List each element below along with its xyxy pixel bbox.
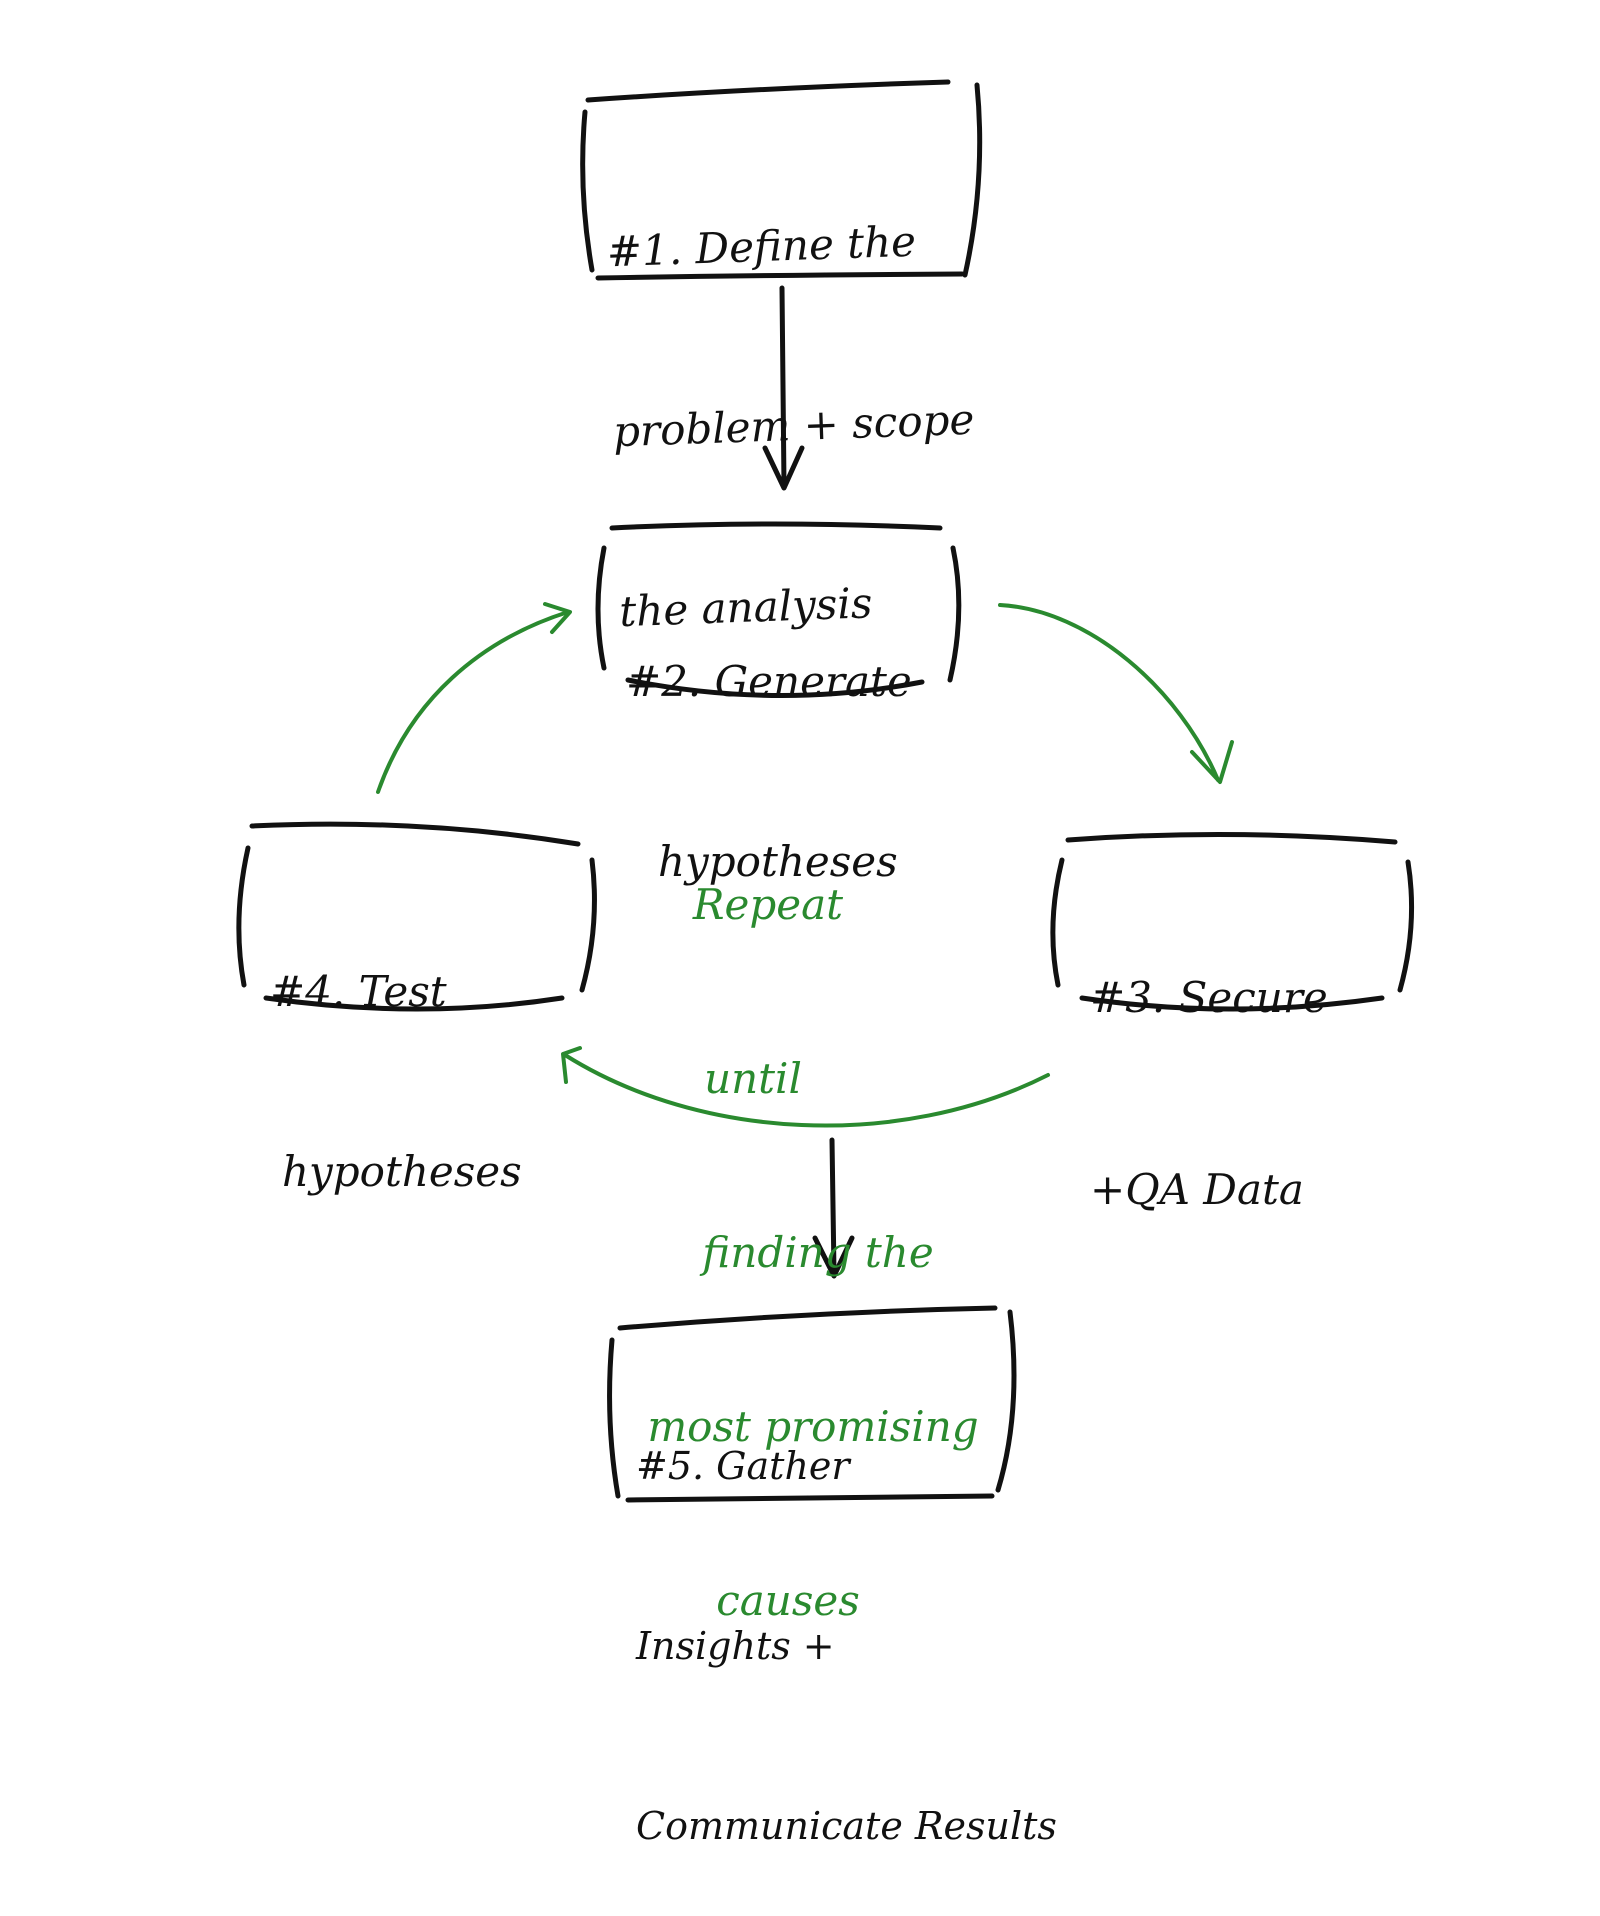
loop-label-line-2: until bbox=[704, 1054, 802, 1103]
step-3-label: #3. Secure +QA Data bbox=[1090, 848, 1328, 1280]
step-2-box bbox=[595, 521, 962, 698]
step-5-box bbox=[607, 1305, 1017, 1503]
loop-label-line-1: Repeat bbox=[692, 880, 844, 929]
step-4-line-1: #4. Test bbox=[270, 967, 447, 1016]
step-1-line-2: problem + scope bbox=[612, 394, 976, 457]
step-2-label: #2. Generate hypotheses bbox=[626, 532, 912, 952]
step-3-box bbox=[1050, 831, 1415, 1012]
step-3-line-1: #3. Secure bbox=[1090, 973, 1328, 1022]
loop-label-line-3: finding the bbox=[702, 1228, 934, 1277]
step-2-line-2: hypotheses bbox=[658, 837, 898, 886]
loop-label: Repeat until finding the most promising … bbox=[647, 760, 1008, 1688]
arrow-1-to-2 bbox=[762, 285, 805, 491]
loop-arrow-2-to-3 bbox=[998, 603, 1234, 784]
step-5-line-1: #5. Gather bbox=[636, 1444, 850, 1488]
loop-arrow-4-to-2 bbox=[376, 602, 572, 794]
step-5-line-3: Communicate Results bbox=[636, 1804, 1057, 1848]
step-3-line-2: +QA Data bbox=[1090, 1165, 1304, 1214]
arrow-loop-to-5 bbox=[812, 1137, 855, 1279]
step-4-label: #4. Test hypotheses bbox=[270, 842, 522, 1262]
step-2-line-1: #2. Generate bbox=[626, 657, 912, 706]
loop-label-line-5: causes bbox=[716, 1576, 860, 1625]
step-4-box bbox=[236, 821, 597, 1012]
step-1-line-1: #1. Define the bbox=[606, 216, 917, 277]
loop-label-line-4: most promising bbox=[647, 1402, 979, 1451]
step-4-line-2: hypotheses bbox=[282, 1147, 522, 1196]
step-1-box bbox=[580, 79, 983, 281]
process-diagram bbox=[236, 79, 1415, 1503]
loop-arrow-3-to-4 bbox=[561, 1046, 1050, 1128]
